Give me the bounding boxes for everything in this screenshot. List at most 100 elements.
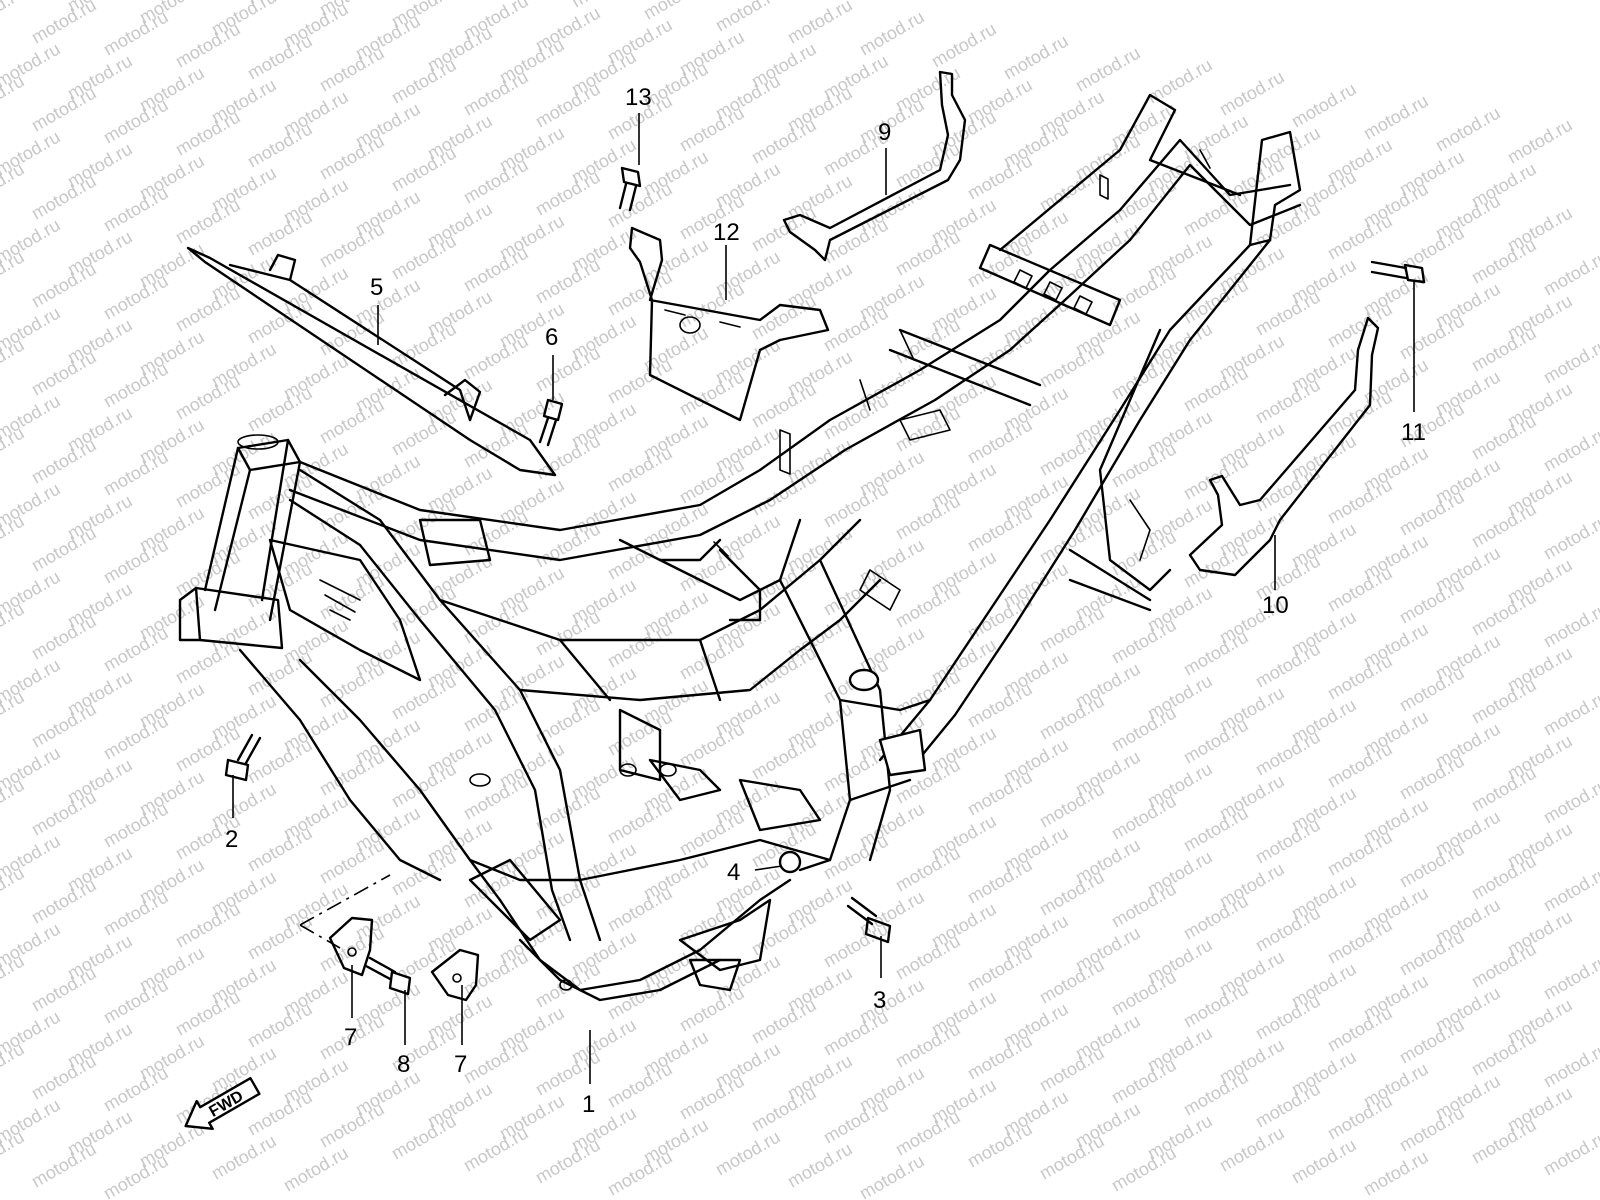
watermark-text: motod.ru [1108,967,1180,1020]
watermark-text: motod.ru [28,611,100,664]
watermark-text: motod.ru [1396,575,1468,628]
watermark-text: motod.ru [676,1071,748,1124]
main-frame [178,93,1302,1002]
watermark-text: motod.ru [1252,463,1324,516]
reference-line [299,874,391,949]
part-11-bolt [1370,260,1426,284]
watermark-text: motod.ru [100,711,172,764]
watermark-text: motod.ru [388,319,460,372]
watermark-text: motod.ru [604,531,676,584]
watermark-text: motod.ru [568,0,640,11]
watermark-text: motod.ru [244,999,316,1052]
watermark-text: motod.ru [100,359,172,412]
watermark-text: motod.ru [1324,475,1396,528]
watermark-text: motod.ru [388,407,460,460]
watermark-text: motod.ru [28,347,100,400]
watermark-text: motod.ru [1324,1003,1396,1056]
watermark-text: motod.ru [460,67,532,120]
watermark-text: motod.ru [1468,587,1540,640]
watermark-text: motod.ru [784,1139,856,1192]
watermark-text: motod.ru [1360,91,1432,144]
watermark-text: motod.ru [964,943,1036,996]
watermark-text: motod.ru [712,0,784,35]
watermark-text: motod.ru [1468,1027,1540,1080]
watermark-text: motod.ru [532,255,604,308]
watermark-text: motod.ru [1252,1079,1324,1132]
watermark-text: motod.ru [244,119,316,172]
watermark-text: motod.ru [460,243,532,296]
watermark-text: motod.ru [460,155,532,208]
watermark-text: motod.ru [1180,1067,1252,1120]
watermark-text: motod.ru [1072,43,1144,96]
watermark-text: motod.ru [1396,1103,1468,1156]
watermark-text: motod.ru [1180,803,1252,856]
watermark-text: motod.ru [28,171,100,224]
part-7-bracket-b [430,948,480,1002]
watermark-text: motod.ru [820,1095,892,1148]
watermark-text: motod.ru [604,707,676,760]
watermark-text: motod.ru [532,79,604,132]
watermark-text: motod.ru [28,1139,100,1192]
watermark-text: motod.ru [748,203,820,256]
part-2-bolt [224,733,262,782]
part-5-brace [186,246,557,477]
watermark-text: motod.ru [28,1051,100,1104]
watermark-text: motod.ru [100,95,172,148]
watermark-text: motod.ru [1324,211,1396,264]
watermark-text: motod.ru [28,259,100,312]
watermark-text: motod.ru [280,1143,352,1196]
watermark-text: motod.ru [1324,651,1396,704]
watermark-text: motod.ru [100,887,172,940]
watermark-text: motod.ru [892,139,964,192]
watermark-text: motod.ru [316,131,388,184]
watermark-text: motod.ru [100,975,172,1028]
watermark-text: motod.ru [1468,499,1540,552]
watermark-text: motod.ru [892,403,964,456]
watermark-text: motod.ru [460,595,532,648]
watermark-text: motod.ru [316,747,388,800]
watermark-text: motod.ru [676,279,748,332]
watermark-text: motod.ru [460,331,532,384]
watermark-text: motod.ru [172,987,244,1040]
watermark-text: motod.ru [1468,675,1540,728]
watermark-text: motod.ru [1540,335,1600,388]
watermark-text: motod.ru [748,115,820,168]
watermark-text: motod.ru [208,1131,280,1184]
watermark-text: motod.ru [604,355,676,408]
watermark-text: motod.ru [244,735,316,788]
part-4-nut [778,850,802,874]
watermark-text: motod.ru [964,1119,1036,1172]
watermark-text: motod.ru [784,0,856,47]
watermark-text: motod.ru [964,855,1036,908]
watermark-text: motod.ru [28,787,100,840]
watermark-text: motod.ru [892,667,964,720]
watermark-text: motod.ru [964,767,1036,820]
watermark-text: motod.ru [676,719,748,772]
watermark-text: motod.ru [748,291,820,344]
watermark-text: motod.ru [1180,715,1252,768]
watermark-text: motod.ru [1180,979,1252,1032]
watermark-text: motod.ru [460,1035,532,1088]
watermark-text: motod.ru [1468,411,1540,464]
watermark-text: motod.ru [1504,115,1576,168]
watermark-text: motod.ru [1000,31,1072,84]
watermark-text: motod.ru [1036,515,1108,568]
watermark-text: motod.ru [1540,1039,1600,1092]
watermark-text: motod.ru [1468,235,1540,288]
part-8-bolt [364,956,412,996]
watermark-text: motod.ru [1324,1091,1396,1144]
watermark-text: motod.ru [964,1031,1036,1084]
watermark-text: motod.ru [316,571,388,624]
watermark-text: motod.ru [820,567,892,620]
watermark-text: motod.ru [604,267,676,320]
watermark-text: motod.ru [1036,603,1108,656]
watermark-text: motod.ru [1144,55,1216,108]
callout-5: 5 [370,274,383,301]
watermark-text: motod.ru [1108,879,1180,932]
watermark-text: motod.ru [604,1147,676,1200]
watermark-text: motod.ru [172,371,244,424]
watermark-text: motod.ru [1324,739,1396,792]
watermark-text: motod.ru [172,19,244,72]
watermark-text: motod.ru [244,647,316,700]
